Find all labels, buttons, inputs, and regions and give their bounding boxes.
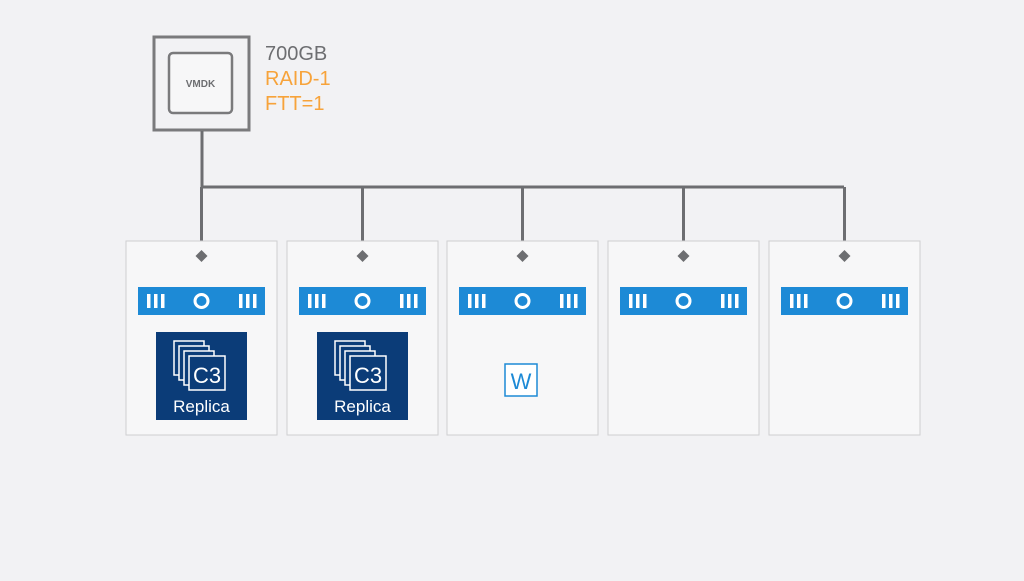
vmdk-raid-level: RAID-1: [265, 68, 331, 90]
host-card: [607, 187, 760, 436]
host-card: W: [446, 187, 599, 436]
connector-diamond: [195, 250, 208, 262]
server-icon: [781, 287, 908, 315]
connector-diamond: [677, 250, 690, 262]
connector-diamond: [838, 250, 851, 262]
component-label: Replica: [173, 397, 230, 416]
server-icon: [459, 287, 586, 315]
server-icon: [138, 287, 265, 315]
connection-bus: [200, 131, 844, 189]
server-icon: [299, 287, 426, 315]
component-label: Replica: [334, 397, 391, 416]
vmdk-ftt: FTT=1: [265, 93, 324, 115]
component-id: C3: [193, 363, 221, 388]
connector-diamond: [356, 250, 369, 262]
witness-badge: W: [504, 363, 538, 397]
vmdk-icon-label: VMDK: [186, 79, 216, 90]
connector-diamond: [516, 250, 529, 262]
component-id: C3: [354, 363, 382, 388]
host-card-frame: [607, 240, 760, 436]
server-icon: [620, 287, 747, 315]
vmdk-icon: VMDK: [152, 35, 251, 132]
component-id: W: [511, 369, 532, 394]
host-card-frame: [446, 240, 599, 436]
vmdk-size: 700GB: [265, 43, 327, 65]
host-card-frame: [768, 240, 921, 436]
host-card: [768, 187, 921, 436]
